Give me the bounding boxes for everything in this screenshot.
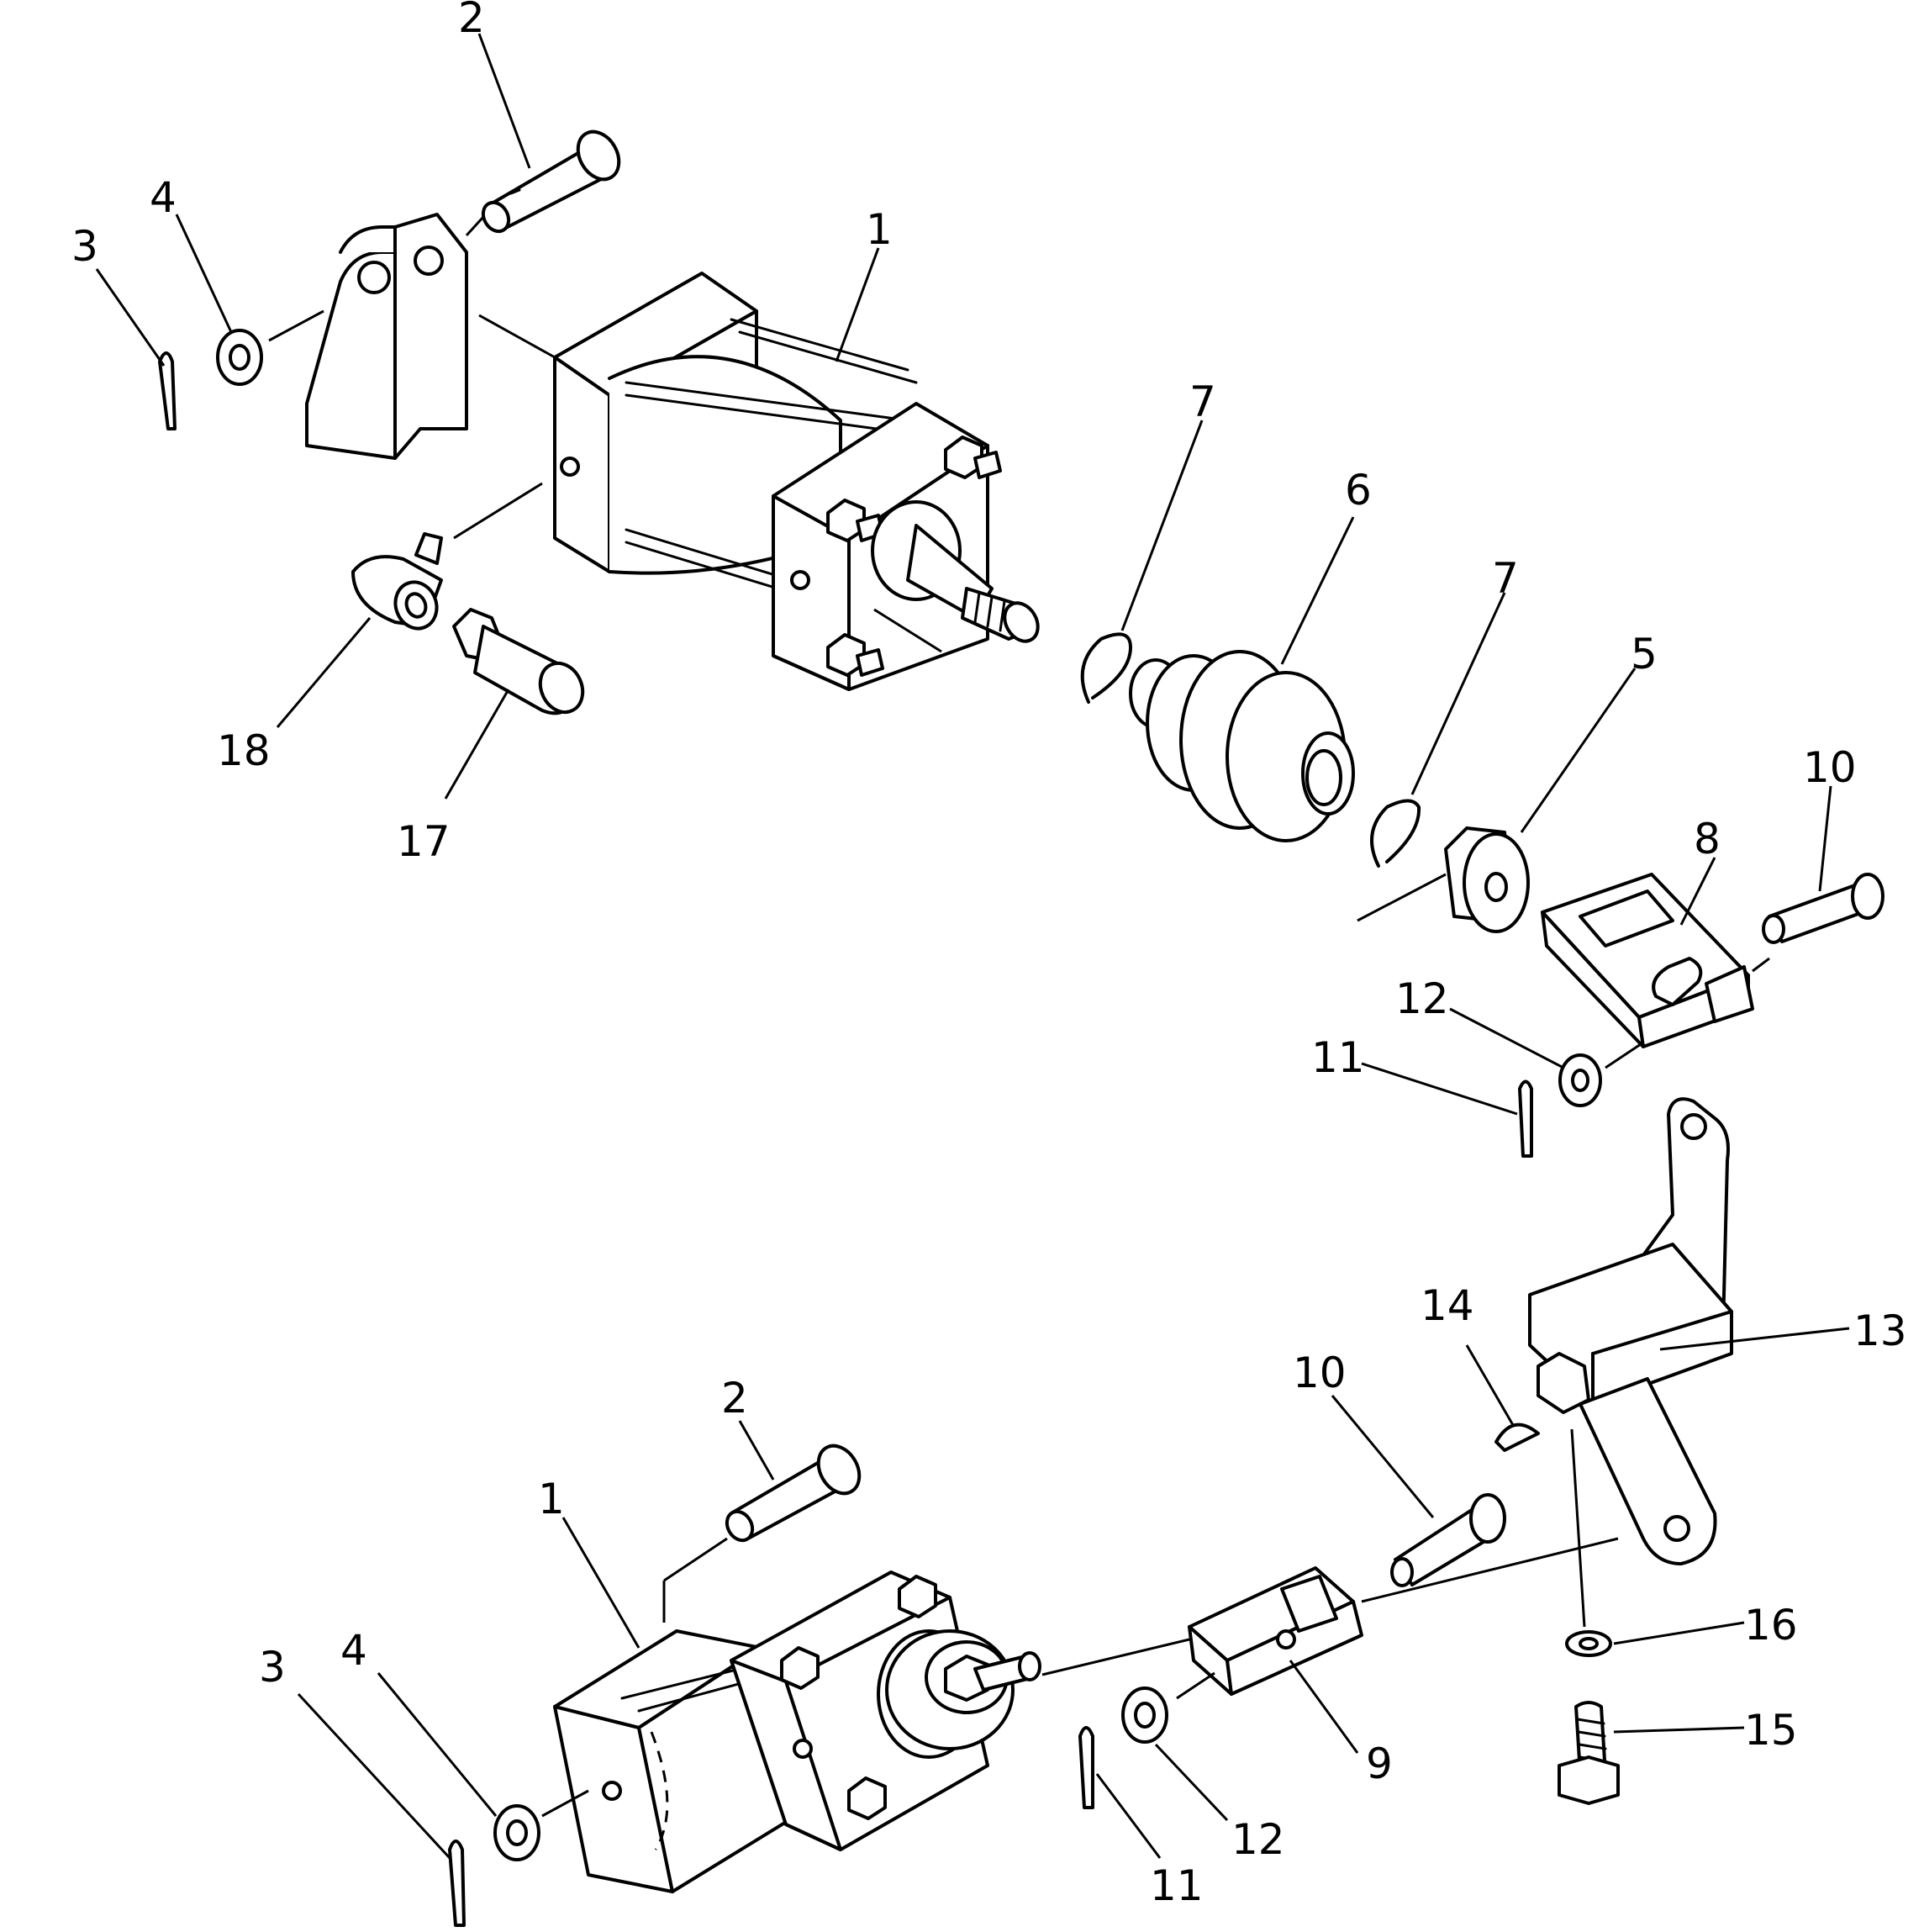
callout-labels: 2 4 3 1 7 6 7 5 10 8 12 11 18 17 13 14 1… — [71, 0, 1907, 1910]
callout-bottom-3: 3 — [259, 1643, 286, 1692]
callout-top-12: 12 — [1395, 974, 1449, 1023]
callout-top-3: 3 — [71, 222, 98, 271]
yoke-block — [1188, 1566, 1363, 1696]
piston-rod-top — [871, 500, 1040, 643]
hex-nut-bottom-2 — [780, 1646, 820, 1690]
snap-ring-left — [1080, 632, 1132, 704]
hex-nut-bottom-1 — [898, 1575, 937, 1618]
callout-bottom-10: 10 — [1293, 1349, 1347, 1397]
clevis-bracket-top — [305, 213, 468, 460]
callout-top-10: 10 — [1803, 743, 1857, 792]
callout-bottom-1: 1 — [538, 1475, 565, 1523]
snap-ring-right — [1370, 799, 1421, 868]
callout-lever-13: 13 — [1853, 1306, 1907, 1355]
adapter-nut — [1444, 826, 1530, 933]
clevis-pin-bottom-right — [1390, 1493, 1506, 1587]
callout-top-7a: 7 — [1189, 377, 1216, 426]
air-cylinder-bottom — [553, 1570, 1041, 1893]
callout-leaders — [95, 33, 1850, 1860]
clevis-yoke — [1541, 873, 1754, 1048]
hex-nut-top-3 — [826, 633, 884, 677]
callout-top-17: 17 — [397, 817, 451, 866]
callout-bottom-9: 9 — [1366, 1739, 1393, 1788]
cotter-pin-right — [1518, 1079, 1533, 1158]
callout-top-8: 8 — [1694, 815, 1721, 863]
woodruff-key — [1494, 1423, 1540, 1452]
callout-top-11: 11 — [1311, 1033, 1365, 1082]
rubber-boot — [1129, 650, 1355, 842]
callout-lever-14: 14 — [1421, 1281, 1474, 1330]
piston-head-bottom — [877, 1629, 1041, 1759]
callout-bottom-4: 4 — [340, 1626, 367, 1675]
cotter-pin-bottom — [1078, 1726, 1094, 1809]
washer-bottom-hole — [1134, 1702, 1156, 1729]
elbow-fitting — [351, 532, 443, 631]
lever-arm — [1528, 1097, 1733, 1565]
callout-bottom-11: 11 — [1150, 1861, 1204, 1910]
washer-bottom-left-hole — [506, 1819, 528, 1846]
straight-fitting — [452, 608, 585, 715]
washer-right-hole — [1571, 1069, 1589, 1092]
cotter-pin-bottom-left — [448, 1840, 466, 1927]
cotter-pin-top-left — [158, 351, 177, 430]
clevis-pin-bottom — [725, 1444, 862, 1543]
callout-lever-15: 15 — [1744, 1706, 1798, 1755]
callout-top-6: 6 — [1345, 466, 1372, 515]
callout-lever-16: 16 — [1744, 1601, 1798, 1650]
callout-bottom-12: 12 — [1231, 1815, 1285, 1864]
callout-top-5: 5 — [1631, 630, 1658, 678]
callout-top-1: 1 — [866, 205, 893, 254]
hex-bolt — [1558, 1701, 1620, 1805]
callout-top-18: 18 — [217, 726, 271, 775]
lock-washer-hole — [1579, 1637, 1599, 1650]
callout-top-2: 2 — [458, 0, 485, 42]
callout-top-4: 4 — [150, 173, 177, 222]
clevis-pin-right — [1762, 873, 1884, 944]
callout-top-7b: 7 — [1492, 554, 1519, 603]
clevis-pin-top — [481, 129, 621, 234]
hex-nut-bottom-3 — [847, 1776, 887, 1820]
washer-top-left-hole — [229, 344, 250, 371]
callout-bottom-2: 2 — [721, 1374, 748, 1423]
air-cylinder-top — [553, 272, 1040, 691]
hex-nut-top-1 — [944, 435, 1002, 479]
assembly-lines — [268, 215, 1770, 1818]
